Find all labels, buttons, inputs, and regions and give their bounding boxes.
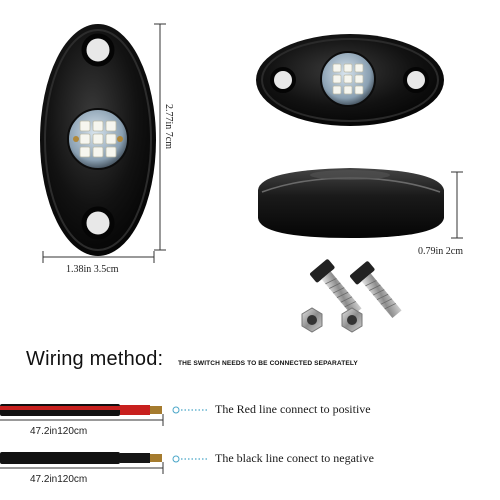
mount-hole-top bbox=[81, 33, 115, 67]
screws bbox=[310, 259, 402, 319]
thickness-label: 0.79in 2cm bbox=[418, 246, 463, 257]
led-array bbox=[79, 120, 117, 158]
red-wire bbox=[0, 404, 164, 426]
connector-dots-red bbox=[172, 406, 208, 414]
rock-light-top-view bbox=[256, 34, 444, 126]
thickness-dimension-line bbox=[451, 171, 463, 239]
wiring-note: THE SWITCH NEEDS TO BE CONNECTED SEPARAT… bbox=[178, 360, 358, 367]
mount-hole-bottom bbox=[81, 206, 115, 240]
wiring-title: Wiring method: bbox=[26, 348, 164, 370]
connector-dots-black bbox=[172, 455, 208, 463]
width-dimension-line bbox=[42, 251, 155, 263]
height-label: 2.77in 7cm bbox=[163, 104, 174, 149]
height-dimension-line bbox=[154, 23, 166, 251]
red-wire-length: 47.2in120cm bbox=[30, 426, 88, 437]
black-wire bbox=[0, 452, 164, 474]
width-label: 1.38in 3.5cm bbox=[66, 264, 119, 275]
nuts bbox=[301, 307, 363, 333]
black-wire-label: The black line conect to negative bbox=[215, 451, 374, 465]
black-wire-length: 47.2in120cm bbox=[30, 474, 88, 485]
red-wire-label: The Red line connect to positive bbox=[215, 402, 371, 416]
rock-light-side-view bbox=[258, 168, 444, 238]
